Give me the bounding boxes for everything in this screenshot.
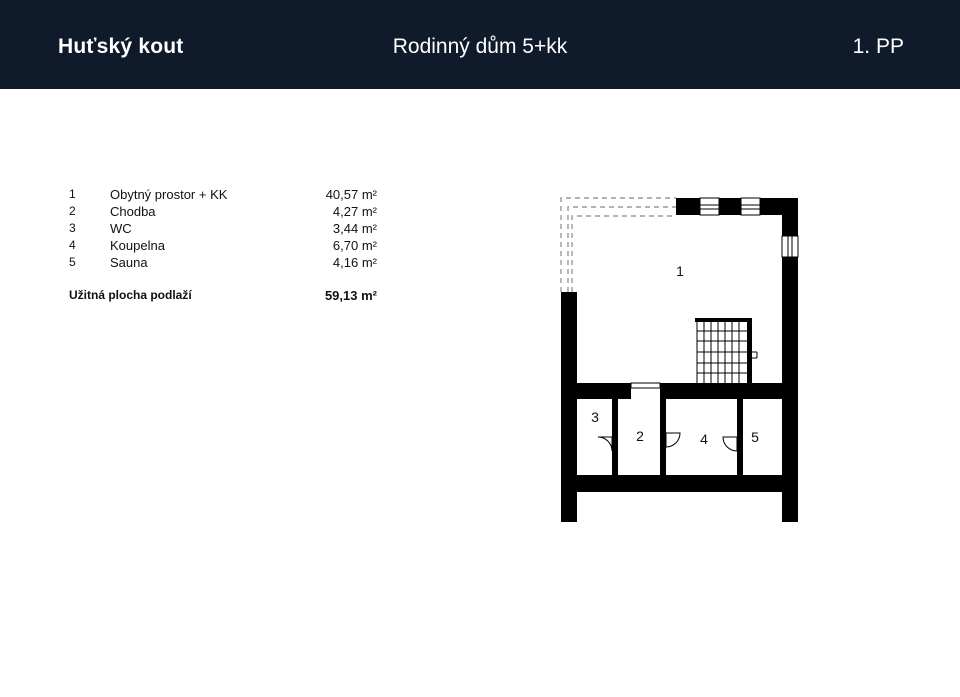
room-label-2: 2 xyxy=(636,428,644,444)
page-header: Huťský kout Rodinný dům 5+kk 1. PP xyxy=(0,0,960,89)
room-row: 2 Chodba 4,27 m² xyxy=(69,203,379,220)
room-name: Koupelna xyxy=(110,238,165,253)
room-label-4: 4 xyxy=(700,431,708,447)
room-label-5: 5 xyxy=(751,429,759,445)
dashed-outline xyxy=(560,197,676,292)
room-number: 2 xyxy=(69,204,76,218)
room-area: 6,70 m² xyxy=(332,238,377,253)
room-number: 3 xyxy=(69,221,76,235)
room-area: 4,16 m² xyxy=(332,255,377,270)
brand-name: Huťský kout xyxy=(58,35,184,58)
room-row: 4 Koupelna 6,70 m² xyxy=(69,237,379,254)
floor-plan: 1 2 3 4 5 xyxy=(560,197,799,522)
room-row: 3 WC 3,44 m² xyxy=(69,220,379,237)
room-row: 5 Sauna 4,16 m² xyxy=(69,254,379,271)
room-name: Sauna xyxy=(110,255,148,270)
stairs xyxy=(696,322,758,383)
total-area-value: 59,13 m² xyxy=(324,288,377,303)
room-area: 40,57 m² xyxy=(325,187,377,202)
windows xyxy=(630,197,799,389)
room-number: 4 xyxy=(69,238,76,252)
total-area-label: Užitná plocha podlaží xyxy=(69,288,192,302)
doors xyxy=(597,432,738,452)
room-number: 1 xyxy=(69,187,76,201)
room-label-1: 1 xyxy=(676,263,684,279)
room-table: 1 Obytný prostor + KK 40,57 m² 2 Chodba … xyxy=(69,186,379,304)
room-name: Obytný prostor + KK xyxy=(110,187,228,202)
window-lines xyxy=(700,204,793,257)
room-number: 5 xyxy=(69,255,76,269)
floor-label: 1. PP xyxy=(852,35,904,58)
walls xyxy=(561,198,798,522)
total-area-row: Užitná plocha podlaží 59,13 m² xyxy=(69,287,379,304)
room-row: 1 Obytný prostor + KK 40,57 m² xyxy=(69,186,379,203)
room-name: WC xyxy=(110,221,132,236)
room-area: 4,27 m² xyxy=(332,204,377,219)
page-title: Rodinný dům 5+kk xyxy=(392,35,568,58)
room-area: 3,44 m² xyxy=(332,221,377,236)
room-label-3: 3 xyxy=(591,409,599,425)
room-name: Chodba xyxy=(110,204,156,219)
